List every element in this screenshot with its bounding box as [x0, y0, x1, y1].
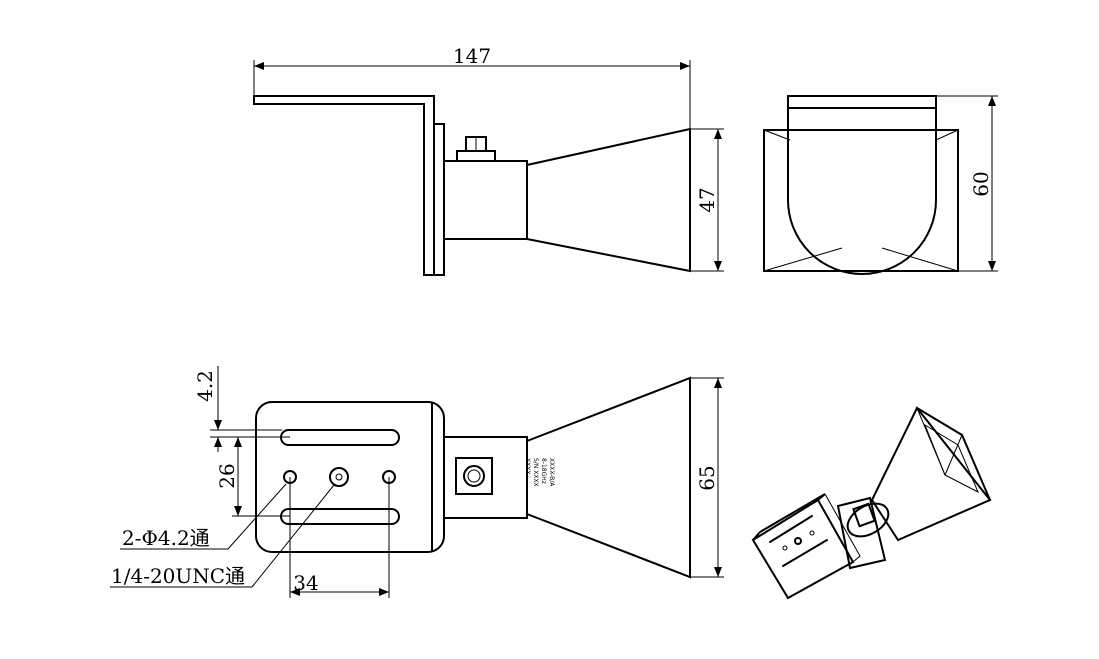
dim-47: 47: [695, 187, 719, 212]
iso-bracket-plate: [751, 498, 855, 600]
threaded-hole: [329, 467, 349, 487]
label-line-2: 8-18GHz: [540, 458, 547, 484]
callout-through-holes: 2-Φ4.2通: [122, 526, 210, 550]
slot-top: [280, 429, 400, 446]
label-line-3: S/N XXXX: [532, 458, 539, 487]
label-line-4: XXXX: [524, 458, 531, 474]
bracket-outline: [253, 95, 445, 276]
label-line-1: XXXX-B/A: [548, 458, 555, 487]
waveguide-body-front: [443, 436, 528, 519]
dim-60: 60: [969, 171, 993, 196]
side-view: 60: [763, 95, 998, 275]
slot-bottom: [280, 508, 400, 525]
waveguide-body: [443, 160, 528, 240]
dim-26: 26: [215, 463, 239, 488]
label-plate: XXXX-B/A 8-18GHz S/N XXXX XXXX: [524, 458, 555, 487]
dim-65: 65: [695, 465, 719, 490]
bracket-plate-end: [787, 95, 937, 275]
dim-147: 147: [453, 44, 491, 68]
iso-horn: [870, 406, 992, 542]
callout-threaded-hole: 1/4-20UNC通: [111, 564, 245, 588]
dim-34: 34: [293, 571, 318, 595]
horn-side: [526, 127, 691, 273]
dim-4-2: 4.2: [193, 370, 217, 402]
horn-aperture-frame: [763, 129, 959, 272]
connector-square: [455, 457, 493, 495]
top-view: 147 47: [253, 44, 724, 276]
isometric-view: [751, 406, 992, 600]
front-view: XXXX-B/A 8-18GHz S/N XXXX XXXX 4.2 26 34…: [110, 366, 724, 598]
connector-nut: [456, 150, 496, 162]
connector-icon: [463, 465, 485, 487]
horn-top: [526, 376, 691, 579]
